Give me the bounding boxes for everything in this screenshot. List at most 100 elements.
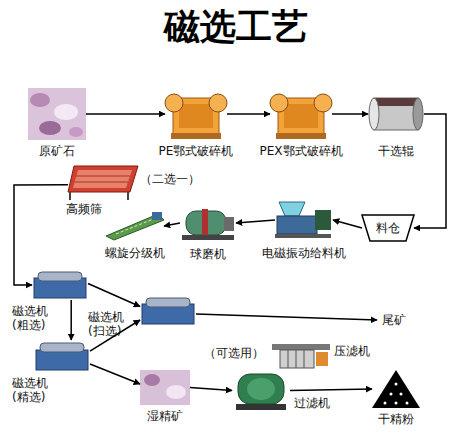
powder-picture [390,393,393,396]
press-picture [288,350,289,368]
bin-node: 料仓 [362,215,414,241]
separator-node: 磁选机 (精选) [34,340,90,372]
flow-arrow [90,364,140,384]
feeder-picture [279,202,305,216]
separator-picture [40,343,84,352]
classifier-picture [116,218,156,234]
powder-node: 干精粉 [372,370,420,408]
flow-arrow [227,113,270,115]
diagram-title: 磁选工艺 [0,6,471,48]
note-label: （二选一） [140,172,200,186]
filter-node: 过滤机 [232,368,290,413]
feeder-node: 电磁振动给料机 [275,200,333,240]
concentrate-picture [144,374,160,386]
roller-picture [374,98,418,130]
ore-picture [54,104,78,120]
node-label: 球磨机 [174,247,242,261]
classifier-picture [152,212,162,220]
ore-picture [69,127,83,137]
flow-arrow [190,388,232,391]
separator-picture [34,272,86,298]
crusher-picture [270,94,332,139]
screen-picture [68,166,138,192]
screen-picture [75,182,128,183]
node-label: 湿精矿 [134,409,196,423]
node-label: PEX鄂式破碎机 [254,144,348,158]
concentrate-picture [140,370,190,405]
powder-picture [395,383,398,386]
roller-picture [413,98,423,130]
flow-arrow [290,389,372,391]
powder-picture [406,402,409,405]
flow-arrow [86,113,165,115]
node-label: 料仓 [362,221,414,235]
roller-picture [369,98,379,130]
node-label: 螺旋分级机 [94,246,176,260]
filter-picture [238,374,284,404]
flow-arrow [70,300,72,340]
roller-node: 干选辊 [368,92,424,136]
crusher-node: PEX鄂式破碎机 [270,88,332,140]
node-label: 磁选机 (粗选) [12,304,62,332]
powder-picture [372,370,420,408]
separator-picture [36,350,88,370]
ore-picture [39,121,61,135]
feeder-picture [277,216,317,234]
powder-picture [395,402,398,405]
powder-picture [400,393,403,396]
node-label: 高频筛 [66,202,126,216]
classifier-node: 螺旋分级机 [106,212,164,240]
ball-mill-node: 球磨机 [180,205,236,241]
flow-arrow [14,185,68,285]
flow-arrow [88,284,140,307]
feeder-picture [315,210,331,230]
node-label: 干精粉 [366,412,426,426]
filter-picture [236,374,286,410]
press-picture [280,350,314,368]
tailings-node: 尾矿 [377,312,411,328]
separator-picture [146,298,190,307]
powder-picture [384,402,387,405]
node-label: 尾矿 [377,313,411,327]
ball-mill-picture [182,235,234,240]
ore-picture [30,93,50,107]
screen-picture [127,192,129,200]
flow-arrow [333,220,362,228]
node-label: 磁选机 (扫选) [88,310,138,338]
screen-node: 高频筛 [68,162,138,200]
crusher-picture [165,94,227,139]
node-label: 原矿石 [20,144,94,158]
crusher-picture [314,94,332,112]
press-picture [272,344,330,368]
ore-node: 原矿石 [28,88,86,140]
press-picture [272,344,330,350]
crusher-picture [171,133,221,139]
ball-mill-picture [182,209,234,240]
powder-picture [372,370,420,408]
node-label: 磁选机 (精选) [12,376,62,404]
ore-picture [28,88,86,140]
note-label: （可选用） [204,346,264,360]
feeder-picture [275,202,331,238]
flow-arrow [196,314,377,320]
flow-arrow [236,220,275,223]
node-label: 电磁振动给料机 [255,246,353,260]
screen-picture [68,166,138,200]
roller-picture [374,98,418,106]
separator-picture [142,298,194,324]
crusher-picture [209,94,227,112]
screen-picture [76,176,130,177]
roller-picture [369,98,423,130]
crusher-picture [284,104,318,128]
node-label: 压滤机 [334,344,384,358]
filter-picture [247,378,275,400]
node-label: 干选辊 [362,144,430,158]
press-picture [316,352,328,366]
press-node: 压滤机 [270,340,332,372]
ore-picture [28,88,86,140]
node-label: 过滤机 [294,396,344,410]
crusher-picture [270,94,288,112]
separator-node: 磁选机 (扫选) [140,296,196,326]
screen-picture [73,170,132,188]
